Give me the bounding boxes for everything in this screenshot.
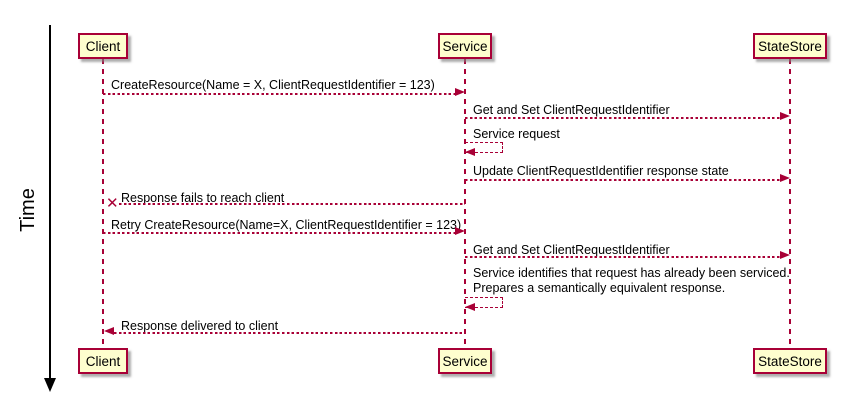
arrowhead-right-icon xyxy=(455,227,465,235)
lifeline-statestore xyxy=(789,59,791,348)
participant-service-top: Service xyxy=(438,33,492,59)
participant-statestore-bottom: StateStore xyxy=(753,348,827,374)
message-label: Update ClientRequestIdentifier response … xyxy=(473,164,729,178)
message-label: CreateResource(Name = X, ClientRequestId… xyxy=(111,78,435,92)
message-line xyxy=(119,203,465,205)
arrowhead-right-icon xyxy=(780,251,790,259)
participant-statestore-top: StateStore xyxy=(753,33,827,59)
self-message-loop xyxy=(465,297,503,308)
participant-client-bottom: Client xyxy=(78,348,128,374)
message-label: Get and Set ClientRequestIdentifier xyxy=(473,243,670,257)
message-line xyxy=(103,93,455,95)
message-label: Prepares a semantically equivalent respo… xyxy=(473,281,726,295)
lost-message-x-icon: ✕ xyxy=(106,195,119,212)
message-label: Response delivered to client xyxy=(121,319,279,333)
arrowhead-left-icon xyxy=(104,327,114,335)
arrowhead-left-icon xyxy=(465,148,475,156)
message-label: Service request xyxy=(473,127,560,141)
arrowhead-right-icon xyxy=(780,174,790,182)
arrowhead-right-icon xyxy=(780,112,790,120)
message-line xyxy=(465,117,780,119)
message-line xyxy=(465,256,780,258)
arrowhead-right-icon xyxy=(455,88,465,96)
participant-client-top: Client xyxy=(78,33,128,59)
message-label: Get and Set ClientRequestIdentifier xyxy=(473,103,670,117)
time-axis-label: Time xyxy=(17,188,39,232)
arrowhead-left-icon xyxy=(465,303,475,311)
lifeline-client xyxy=(102,59,104,348)
message-label: Response fails to reach client xyxy=(121,191,285,205)
participant-service-bottom: Service xyxy=(438,348,492,374)
down-arrow-icon xyxy=(44,378,56,392)
time-axis-line xyxy=(49,25,51,379)
lifeline-service xyxy=(464,59,466,348)
message-line xyxy=(103,232,455,234)
message-label: Service identifies that request has alre… xyxy=(473,266,790,280)
message-label: Retry CreateResource(Name=X, ClientReque… xyxy=(111,218,462,232)
self-message-loop xyxy=(465,142,503,153)
message-line xyxy=(465,179,780,181)
message-line xyxy=(114,332,465,334)
